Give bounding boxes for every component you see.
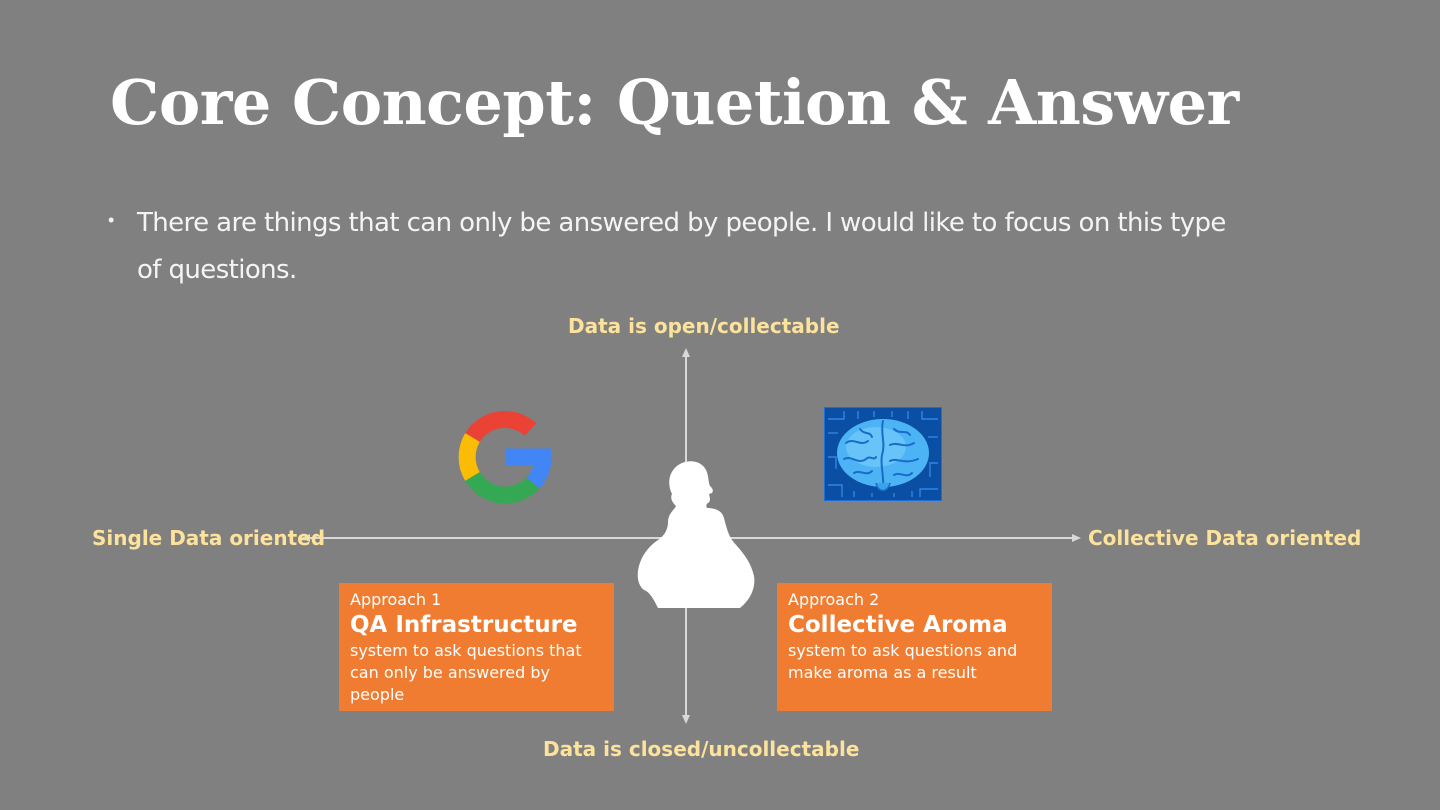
approach-1-title: QA Infrastructure [350,612,578,638]
slide-title: Core Concept: Quetion & Answer [110,66,1239,139]
axis-label-bottom: Data is closed/uncollectable [543,737,860,761]
bullet-text: There are things that can only be answer… [137,208,1226,285]
approach-1-description: system to ask questions that can only be… [350,641,582,704]
brain-circuit-icon [824,407,942,501]
axis-label-top: Data is open/collectable [568,314,840,338]
axis-label-left: Single Data oriented [92,526,326,550]
bullet-dot-icon: • [108,210,115,230]
approach-1-card: Approach 1 QA Infrastructure system to a… [339,583,614,711]
approach-2-card: Approach 2 Collective Aroma system to as… [777,583,1052,711]
approach-1-kicker: Approach 1 [350,590,442,609]
approach-2-description: system to ask questions and make aroma a… [788,641,1018,682]
google-logo-icon [458,411,552,504]
axis-label-right: Collective Data oriented [1088,526,1362,550]
approach-2-kicker: Approach 2 [788,590,880,609]
thinking-person-silhouette-icon [637,461,755,608]
approach-2-title: Collective Aroma [788,612,1008,638]
